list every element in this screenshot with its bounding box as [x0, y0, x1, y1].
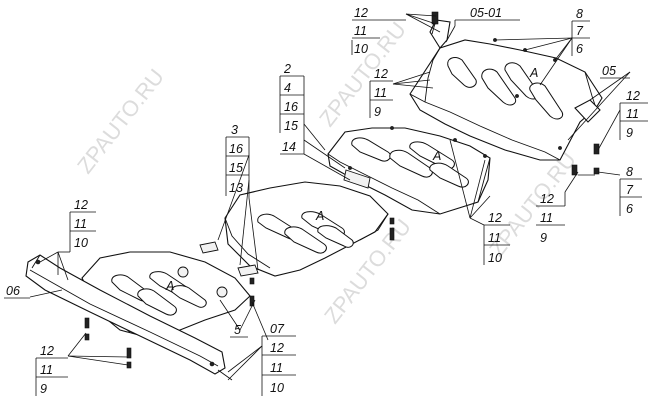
callout-plate1-bottom-right-2: 7	[626, 183, 634, 197]
callout-top-bolt-3: 10	[354, 42, 368, 56]
callout-bottom-left-1: 12	[40, 344, 54, 358]
callout-bottom-right-2: 11	[270, 361, 283, 375]
callout-plate2-bottom-2: 11	[540, 211, 553, 225]
watermark-1: ZPAUTO.RU	[72, 64, 169, 178]
callout-plate1-code-text: 05-01	[470, 6, 502, 20]
callout-plate1-left-1: 12	[374, 67, 388, 81]
callout-plate1-right-2: 7	[576, 24, 584, 38]
callout-plate2-left-1: 2	[283, 62, 291, 76]
callout-plate2-bottom-group: 12 11 9	[536, 192, 566, 245]
callout-bottom-left-3: 9	[40, 382, 47, 396]
callout-plate1-left-2: 11	[374, 86, 387, 100]
callout-plate1-side-3: 9	[626, 126, 633, 140]
callout-plate4-item-text: 5	[234, 323, 241, 337]
callout-crossbar-1: 12	[74, 198, 88, 212]
callout-plate2-left-3: 16	[284, 100, 298, 114]
callout-crossbar-2: 11	[74, 217, 87, 231]
callout-plate1-side-code-text: 05	[602, 64, 616, 78]
callout-plate2-bottom-1: 12	[540, 192, 554, 206]
callout-plate1-side-group: 12 11 9	[619, 89, 648, 140]
callout-plate1-side-2: 11	[626, 107, 639, 121]
plate1-letter: A	[529, 66, 538, 80]
callout-plate3-1: 3	[231, 123, 238, 137]
callout-bottom-right-code: 07	[262, 322, 296, 337]
callout-plate1-bottom-right-3: 6	[626, 202, 633, 216]
callout-plate3-2: 16	[229, 142, 243, 156]
callout-bottom-right-1: 12	[270, 341, 284, 355]
callout-crossbar-code-text: 06	[6, 284, 20, 298]
callout-crossbar-3: 10	[74, 236, 88, 250]
callout-plate1-left-group: 12 11 9	[369, 67, 393, 119]
callout-plate2-left-group: 2 4 16 15	[279, 62, 305, 154]
callout-bottom-right-3: 10	[270, 381, 284, 395]
callout-plate2-item: 14	[280, 140, 304, 155]
plate-05-01: A	[409, 19, 603, 161]
callout-plate2-left-4: 15	[284, 119, 298, 133]
callout-plate1-bottom-right-1: 8	[626, 165, 633, 179]
callout-top-bolt-1: 12	[354, 6, 368, 20]
plate2-letter: A	[432, 149, 441, 163]
plate-2: A	[327, 126, 491, 215]
callout-plate3-3: 15	[229, 161, 243, 175]
callout-plate4-item: 5	[230, 323, 248, 338]
leader-lines	[29, 13, 631, 381]
callout-plate1-right-1: 8	[576, 7, 583, 21]
callout-plate1-right-3: 6	[576, 42, 583, 56]
callout-plate2-bottom-3: 9	[540, 231, 547, 245]
plate-3: A	[199, 181, 389, 277]
fasteners	[84, 11, 600, 369]
callout-bottom-right-code-text: 07	[270, 322, 285, 336]
callout-plate2-right-bottom-1: 12	[488, 211, 502, 225]
callout-plate2-left-2: 4	[284, 81, 291, 95]
callout-plate1-left-3: 9	[374, 105, 381, 119]
callout-bottom-left-2: 11	[40, 363, 53, 377]
callouts: 12 11 10 05-01 8 7 6 12 11 9	[4, 6, 648, 396]
callout-top-bolt-2: 11	[354, 24, 367, 38]
callout-plate1-code: 05-01	[454, 6, 520, 26]
crossbar	[25, 254, 233, 381]
callout-crossbar-code: 06	[4, 284, 30, 299]
callout-plate2-right-bottom-3: 10	[488, 251, 502, 265]
callout-plate3-4: 13	[229, 181, 243, 195]
callout-plate2-right-bottom-2: 11	[488, 231, 501, 245]
callout-top-bolt-group: 12 11 10	[351, 6, 406, 56]
plate3-letter: A	[315, 209, 324, 223]
callout-bottom-left-group: 12 11 9	[35, 344, 68, 396]
callout-plate1-bottom-right-group: 8 7 6	[619, 165, 642, 216]
plate4-letter: A	[165, 279, 174, 293]
callout-crossbar-group: 12 11 10	[58, 198, 96, 253]
callout-plate2-right-bottom-group: 12 11 10	[469, 211, 510, 265]
callout-plate1-side-1: 12	[626, 89, 640, 103]
callout-bottom-right-group: 12 11 10	[261, 336, 296, 396]
callout-plate1-right-group: 8 7 6	[571, 7, 590, 56]
callout-plate3-group: 3 16 15 13	[225, 123, 250, 198]
callout-plate1-side-code: 05	[600, 64, 630, 79]
callout-plate2-item-text: 14	[282, 140, 296, 154]
